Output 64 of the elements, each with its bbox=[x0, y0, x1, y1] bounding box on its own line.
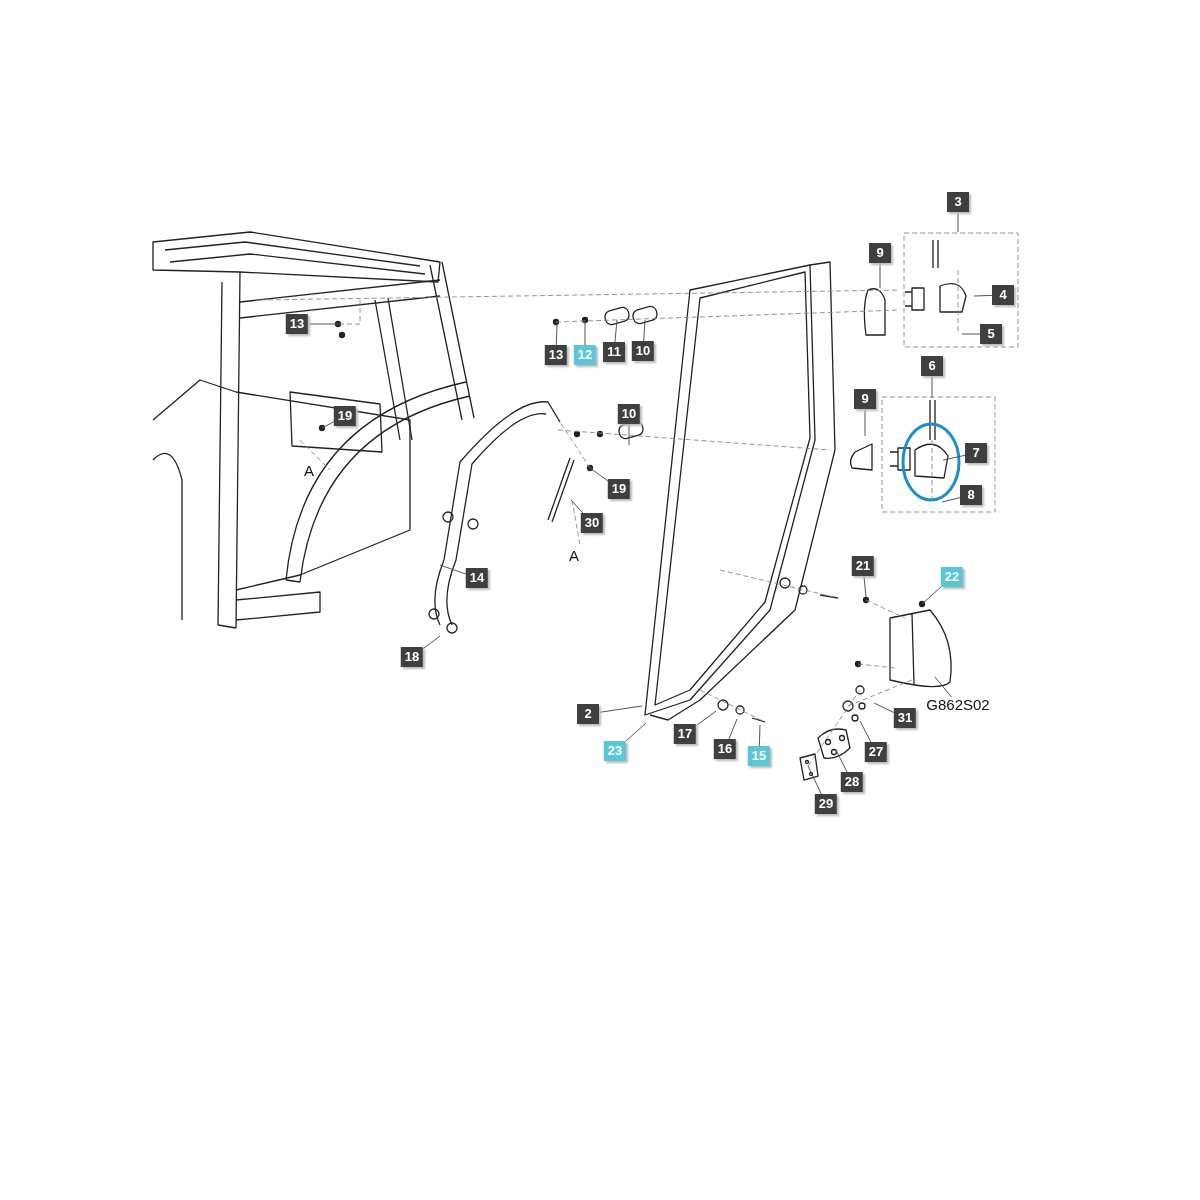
leader-line bbox=[864, 408, 866, 437]
leader-line bbox=[589, 467, 609, 482]
callout-number: 11 bbox=[603, 342, 625, 362]
callout-number: 30 bbox=[580, 513, 604, 533]
callout-number: 14 bbox=[465, 568, 489, 588]
callout-number: 22 bbox=[940, 567, 964, 587]
leader-line bbox=[321, 421, 335, 429]
leader-line bbox=[584, 321, 586, 346]
callout-number: 31 bbox=[893, 708, 917, 728]
callout-number: 4 bbox=[992, 285, 1014, 305]
callout-number: 29 bbox=[814, 794, 838, 814]
leader-line bbox=[614, 319, 618, 343]
callout-number: 23 bbox=[603, 741, 627, 761]
leader-line bbox=[859, 720, 872, 743]
leader-line bbox=[625, 722, 647, 742]
leader-line bbox=[307, 323, 339, 325]
leader-line bbox=[422, 635, 441, 650]
callout-number: 17 bbox=[673, 724, 697, 744]
leader-line bbox=[807, 765, 822, 795]
leader-line bbox=[879, 262, 881, 289]
callout-number: 10 bbox=[631, 341, 655, 361]
callout-number: 13 bbox=[544, 345, 568, 365]
leader-line bbox=[873, 702, 895, 714]
leader-line bbox=[863, 575, 867, 598]
callout-number: 7 bbox=[965, 443, 987, 463]
callout-number: 3 bbox=[947, 192, 969, 212]
leader-line bbox=[695, 710, 717, 727]
leader-line bbox=[961, 333, 981, 335]
leader-line bbox=[973, 294, 993, 297]
callout-number: 18 bbox=[400, 647, 424, 667]
leader-line bbox=[598, 705, 643, 713]
callout-number: 2 bbox=[577, 704, 599, 724]
callout-number: 13 bbox=[285, 314, 309, 334]
leader-line bbox=[628, 423, 630, 446]
leader-line bbox=[957, 211, 959, 233]
callout-number: 21 bbox=[851, 556, 875, 576]
callout-number: 19 bbox=[607, 479, 631, 499]
callout-number: 15 bbox=[747, 746, 771, 766]
callout-number: 6 bbox=[921, 356, 943, 376]
leader-line bbox=[835, 749, 848, 773]
leader-line bbox=[555, 323, 558, 346]
leader-line bbox=[941, 497, 961, 503]
callout-number: 27 bbox=[864, 742, 888, 762]
leader-line bbox=[643, 319, 646, 342]
callout-number: 5 bbox=[980, 324, 1002, 344]
callout-number: 9 bbox=[869, 243, 891, 263]
callout-number: 10 bbox=[617, 404, 641, 424]
leader-line bbox=[942, 454, 966, 461]
callout-number: 16 bbox=[713, 739, 737, 759]
leader-line bbox=[931, 375, 933, 399]
callout-number: 12 bbox=[573, 345, 597, 365]
callout-number: 19 bbox=[333, 406, 357, 426]
leader-line bbox=[934, 676, 952, 698]
reference-letter: A bbox=[304, 461, 314, 479]
leader-line bbox=[758, 724, 761, 747]
drawing-code: G862S02 bbox=[924, 697, 992, 713]
leader-line bbox=[921, 586, 942, 605]
callout-number: 8 bbox=[960, 485, 982, 505]
leader-line bbox=[439, 564, 467, 575]
callout-number: 28 bbox=[840, 772, 864, 792]
callout-number: 9 bbox=[854, 389, 876, 409]
leader-line bbox=[728, 718, 738, 740]
leader-line bbox=[570, 499, 584, 514]
reference-letter: A bbox=[569, 546, 579, 564]
